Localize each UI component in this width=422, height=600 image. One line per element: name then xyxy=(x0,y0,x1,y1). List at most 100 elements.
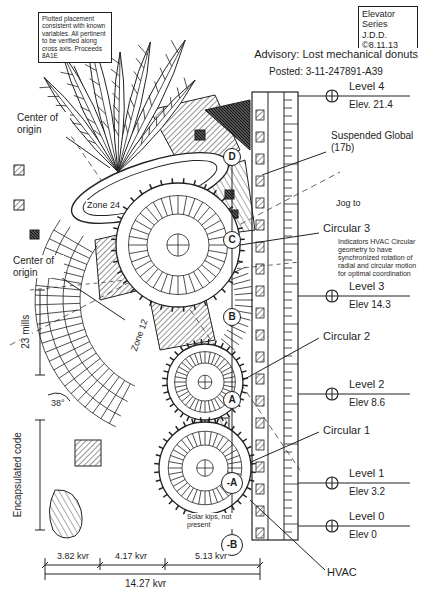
pen-stroke xyxy=(181,440,190,451)
pen-stroke xyxy=(221,343,223,348)
pen-stroke xyxy=(177,483,188,492)
pen-stroke xyxy=(256,418,264,428)
pen-stroke xyxy=(179,367,189,373)
pen-stroke xyxy=(94,130,101,135)
pen-stroke xyxy=(163,392,168,393)
pen-stroke xyxy=(140,265,154,277)
pen-stroke xyxy=(238,432,242,436)
pen-stroke xyxy=(207,228,224,234)
pen-stroke xyxy=(183,307,185,312)
annotation: Jog to xyxy=(335,198,362,208)
pen-stroke xyxy=(209,432,211,446)
pen-stroke xyxy=(284,460,292,461)
pen-stroke xyxy=(183,196,186,214)
pen-stroke xyxy=(256,176,264,186)
pen-stroke xyxy=(284,140,292,141)
pen-stroke xyxy=(284,516,292,517)
pen-stroke xyxy=(213,433,218,446)
pen-stroke xyxy=(284,444,298,445)
pen-stroke xyxy=(228,468,242,469)
pen-stroke xyxy=(284,172,292,173)
pen-stroke xyxy=(242,371,247,372)
pen-stroke xyxy=(284,412,292,413)
pen-stroke xyxy=(198,207,210,221)
pen-stroke xyxy=(284,476,292,477)
pen-stroke xyxy=(183,178,185,183)
pen-stroke xyxy=(123,207,127,210)
pen-stroke xyxy=(162,378,167,380)
pen-stroke xyxy=(166,398,171,400)
pen-stroke xyxy=(249,480,254,481)
annotation: Center of origin xyxy=(12,255,64,278)
pen-stroke xyxy=(111,69,120,76)
annotation: 38° xyxy=(50,398,66,408)
pen-stroke xyxy=(176,372,187,376)
pen-stroke xyxy=(284,204,298,205)
pen-stroke xyxy=(217,419,218,424)
grid-bubble: B xyxy=(223,308,241,326)
pen-stroke xyxy=(284,332,292,333)
pen-stroke xyxy=(220,362,229,369)
pen-stroke xyxy=(123,281,127,284)
pen-stroke xyxy=(156,480,161,481)
pen-stroke xyxy=(215,356,221,366)
grid-line xyxy=(232,166,233,231)
pen-stroke xyxy=(256,220,264,230)
pen-stroke xyxy=(150,184,152,189)
pen-stroke xyxy=(117,217,122,219)
grid-letter: -B xyxy=(227,539,238,551)
pen-stroke xyxy=(284,524,298,525)
level-text: Elev 8.6 xyxy=(348,397,386,409)
pen-stroke xyxy=(175,377,186,379)
pen-stroke xyxy=(224,385,235,387)
pen-stroke xyxy=(284,356,292,357)
pen-stroke xyxy=(163,439,167,442)
pen-stroke xyxy=(205,261,221,270)
annotation: Suspended Global (17b) xyxy=(330,130,416,153)
pen-stroke xyxy=(171,40,178,53)
pen-stroke xyxy=(284,180,292,181)
pen-stroke xyxy=(284,340,292,341)
pen-stroke xyxy=(169,196,172,214)
pen-stroke xyxy=(195,400,199,411)
pen-stroke xyxy=(235,305,253,307)
pen-stroke xyxy=(238,261,243,262)
pen-stroke xyxy=(256,132,264,142)
pen-stroke xyxy=(222,198,226,202)
pen-stroke xyxy=(141,137,143,145)
pen-stroke xyxy=(284,276,292,277)
pen-stroke xyxy=(176,426,179,430)
pen-stroke xyxy=(111,250,116,252)
pen-stroke xyxy=(284,348,292,349)
pen-stroke xyxy=(128,245,147,246)
dimension-text: 5.13 kvr xyxy=(194,551,228,561)
pen-stroke xyxy=(154,463,159,465)
annotation: 23 mills xyxy=(20,314,32,350)
pen-stroke xyxy=(205,491,206,505)
annotation: Zone 24 xyxy=(86,200,121,210)
pen-stroke xyxy=(163,494,167,497)
pen-stroke xyxy=(60,72,72,75)
pen-stroke xyxy=(284,228,292,229)
pen-stroke xyxy=(202,213,216,225)
pen-stroke xyxy=(154,471,159,473)
pen-stroke xyxy=(178,276,179,295)
pen-stroke xyxy=(198,375,212,389)
pen-stroke xyxy=(284,380,292,381)
pen-stroke xyxy=(284,284,298,285)
pen-stroke xyxy=(200,417,202,422)
pen-stroke xyxy=(131,228,148,234)
pen-stroke xyxy=(190,356,196,366)
grid-letter: C xyxy=(228,234,235,246)
pen-stroke xyxy=(114,117,119,124)
pen-stroke xyxy=(156,117,157,126)
annotation: Center of origin xyxy=(16,112,70,135)
pen-stroke xyxy=(187,343,189,348)
pen-stroke xyxy=(170,97,172,107)
box-text: Elevator Series J.D.D. ©8.11.13 xyxy=(362,9,414,50)
pen-stroke xyxy=(256,110,264,120)
pen-stroke xyxy=(284,244,298,245)
level-text: Level 0 xyxy=(348,510,385,523)
pen-stroke xyxy=(208,417,210,422)
pen-stroke xyxy=(215,340,216,345)
